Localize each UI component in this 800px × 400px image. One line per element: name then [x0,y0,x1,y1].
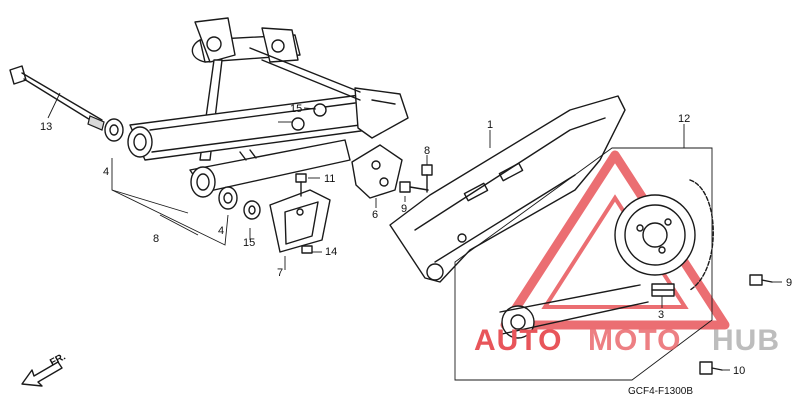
bolt-12 [301,245,313,254]
bolt-10 [295,173,307,197]
callout-8-lower: 9 [401,203,407,215]
callout-4-lower: 4 [218,225,224,237]
callout-3: 3 [658,309,664,321]
callout-labels: 13 4 8 4 15 7 14 11 15 6 8 9 1 12 3 9 10 [40,103,792,377]
callout-12: 14 [325,246,337,258]
drive-chain [499,179,714,335]
bushing-lower [218,186,238,210]
front-direction-arrow: FR. [21,351,68,387]
bushing-upper [104,118,124,142]
drive-sprocket [614,194,696,276]
drawing-code: GCF4-F1300B [628,386,693,397]
callout-11: 13 [40,121,52,133]
bolt-8-upper [421,164,433,193]
watermark-text-auto: AUTO [474,324,562,357]
bolt-8-lower [399,181,429,193]
callout-6: 7 [277,267,283,279]
chain-joint [651,283,675,297]
watermark-text-hub: HUB [712,324,780,357]
leader-lines [47,92,782,371]
callout-14: 12 [678,113,690,125]
watermark-text-moto: MOTO [588,324,681,357]
callout-4-upper: 4 [103,166,109,178]
collar [243,200,261,220]
callout-5: 6 [372,209,378,221]
nut-15-lower [291,117,305,131]
callout-9-upper: 9 [786,277,792,289]
pivot-bolt [9,65,105,131]
chain-slider [269,189,331,253]
watermark-logo: AUTO MOTO HUB [474,324,780,357]
front-direction-label: FR. [48,351,68,368]
callout-10: 11 [324,173,335,185]
chain-box-outline [454,147,713,381]
chain-case [389,95,626,283]
callout-1: 1 [487,119,493,131]
bolt-9-lower [699,361,723,375]
callout-9-lower: 10 [733,365,745,377]
case-bracket [351,144,403,199]
front-sprocket [501,305,535,339]
swing-arm [127,17,409,198]
nut-15-upper [313,103,327,117]
callout-13: 15 [243,237,255,249]
bolt-9-upper [749,274,773,286]
callout-7: 8 [153,233,159,245]
callout-15-upper: 15 [290,103,302,115]
callout-8-upper: 8 [424,145,430,157]
